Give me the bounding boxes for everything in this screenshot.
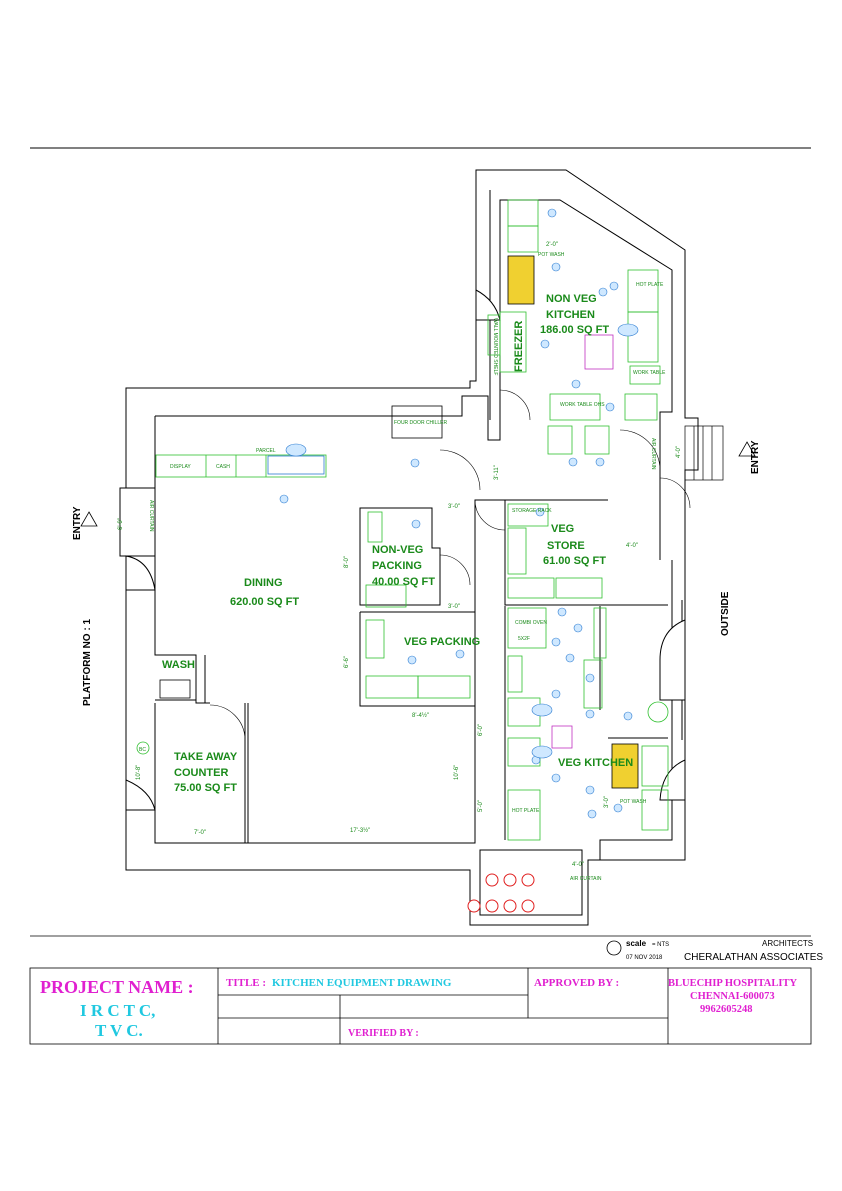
drawing-date: 07 NOV 2018 <box>626 955 663 961</box>
dim-d17: 4'-0" <box>572 862 584 868</box>
room-non-veg-packing-area: 40.00 SQ FT <box>372 576 435 588</box>
entry-steps <box>684 425 724 481</box>
title-value: KITCHEN EQUIPMENT DRAWING <box>272 977 452 989</box>
bc-label: BC <box>139 747 146 753</box>
air-curtain-top-label: AIR CURTAIN <box>650 438 656 470</box>
dim-d3: 3'-0" <box>448 504 460 510</box>
dim-d16: 3'-0" <box>604 796 610 808</box>
entry-arrows <box>80 441 756 527</box>
room-take-away-area: 75.00 SQ FT <box>174 782 237 794</box>
room-freezer: FREEZER <box>513 321 525 372</box>
dim-d5: 6'-9" <box>118 518 124 530</box>
room-veg-store-name2: STORE <box>547 540 585 552</box>
dim-d6: 8'-0" <box>344 556 350 568</box>
cash-label: CASH <box>216 464 230 470</box>
dim-d15: 17'-3½" <box>350 827 370 834</box>
dim-d7: 3'-0" <box>448 604 460 610</box>
wall-mounted-shelf-label: WALL MOUNTED SHELF <box>492 318 498 375</box>
air-curtain-left-label: AIR CURTAIN <box>148 500 154 532</box>
room-veg-packing: VEG PACKING <box>404 636 480 648</box>
dim-d11: 10'-6" <box>454 765 460 780</box>
room-non-veg-packing-name: NON-VEG <box>372 544 423 556</box>
client-name: BLUECHIP HOSPITALITY <box>668 978 797 989</box>
room-wash: WASH <box>162 659 195 671</box>
title-block <box>29 935 812 1045</box>
room-non-veg-kitchen-area: 186.00 SQ FT <box>540 324 609 336</box>
title-label: TITLE : <box>226 977 266 989</box>
dim-d9: 8'-4½" <box>412 712 429 719</box>
verified-by-label: VERIFIED BY : <box>348 1028 419 1039</box>
combi-oven-size-label: 5X2F <box>518 636 530 642</box>
project-line2: T V C. <box>95 1021 143 1040</box>
room-take-away-name: TAKE AWAY <box>174 751 238 763</box>
sink-icons <box>285 323 639 759</box>
pot-rack <box>467 873 535 913</box>
room-non-veg-packing-name2: PACKING <box>372 560 422 572</box>
work-table-ohs-label: WORK TABLE OHS <box>560 402 605 408</box>
room-take-away-name2: COUNTER <box>174 767 228 779</box>
hot-plate-top-label: HOT PLATE <box>636 282 664 288</box>
equipment-tags <box>279 208 633 819</box>
entry-left-label: ENTRY <box>72 506 83 540</box>
outside-label: OUTSIDE <box>720 591 731 636</box>
architects-label: ARCHITECTS <box>762 939 813 948</box>
room-dining-name: DINING <box>244 577 283 589</box>
work-table-label: WORK TABLE <box>633 370 666 376</box>
combi-oven-label: COMBI OVEN <box>515 620 547 626</box>
dim-d1: 2'-0" <box>546 242 558 248</box>
storage-rack-label: STORAGE RACK <box>512 508 552 514</box>
room-non-veg-kitchen-name: NON VEG <box>546 293 597 305</box>
dim-d12: 5'-0" <box>478 800 484 812</box>
dim-d10: 6'-0" <box>478 724 484 736</box>
client-phone: 9962605248 <box>700 1004 753 1015</box>
project-name-label: PROJECT NAME : <box>40 977 194 997</box>
dim-d4: 4'-0" <box>676 446 682 458</box>
pot-wash-top-label: POT WASH <box>538 252 565 258</box>
project-line1: I R C T C, <box>80 1001 155 1020</box>
dim-d8: 6'-6" <box>344 656 350 668</box>
dim-d14: 7'-0" <box>194 830 206 836</box>
dim-d13: 10'-8" <box>136 765 142 780</box>
hot-plate-bottom-label: HOT PLATE <box>512 808 540 814</box>
door-swings <box>209 389 691 741</box>
room-veg-kitchen: VEG KITCHEN <box>558 757 633 769</box>
pot-wash-bottom-label: POT WASH <box>620 799 647 805</box>
display-label: DISPLAY <box>170 464 191 470</box>
scale-label: scale <box>626 939 647 948</box>
platform-label: PLATFORM NO : 1 <box>82 619 93 706</box>
bc-marker <box>136 741 150 755</box>
room-dining-area: 620.00 SQ FT <box>230 596 299 608</box>
entry-right-label: ENTRY <box>750 440 761 474</box>
wall-columns <box>119 289 686 811</box>
air-curtain-bottom-label: AIR CURTAIN <box>570 876 602 882</box>
scale-value: = NTS <box>652 942 669 948</box>
client-city: CHENNAI-600073 <box>690 991 775 1002</box>
dim-d2: 3'-11" <box>494 465 500 480</box>
four-door-chiller-label: FOUR DOOR CHILLER <box>394 420 447 426</box>
room-veg-store-name: VEG <box>551 523 574 535</box>
parcel-label: PARCEL <box>256 448 276 454</box>
architects-name: CHERALATHAN ASSOCIATES <box>684 952 823 963</box>
room-veg-store-area: 61.00 SQ FT <box>543 555 606 567</box>
equipment <box>155 199 669 841</box>
dim-d18: 4'-0" <box>626 543 638 549</box>
approved-by-label: APPROVED BY : <box>534 977 619 989</box>
room-non-veg-kitchen-name2: KITCHEN <box>546 309 595 321</box>
